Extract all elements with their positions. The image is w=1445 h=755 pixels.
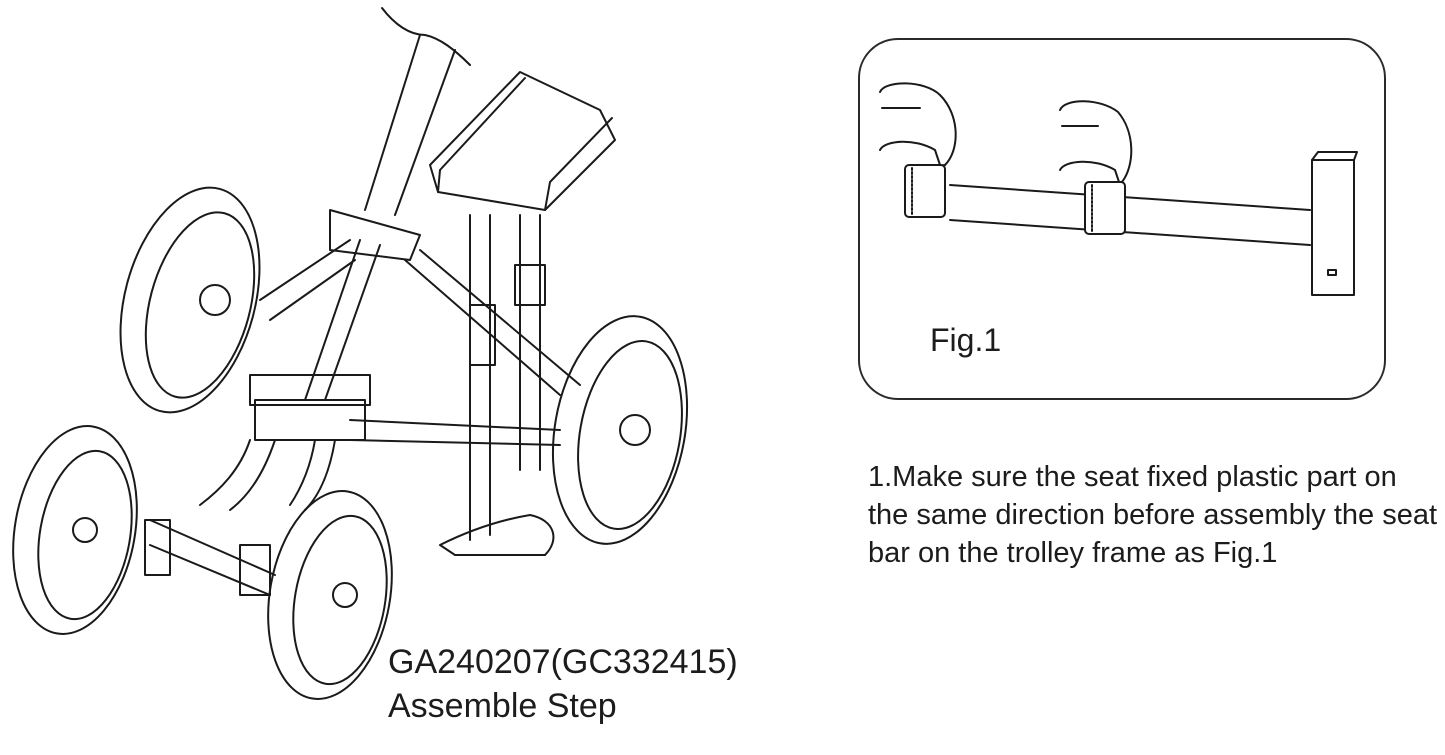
step-title: Assemble Step — [388, 687, 617, 725]
instruction-text: 1.Make sure the seat fixed plastic part … — [868, 461, 1438, 569]
model-label: GA240207(GC332415) Assemble Step — [388, 640, 738, 728]
seat-bar-illustration — [879, 82, 1358, 296]
trolley-illustration — [12, 7, 689, 700]
figure-1-panel: Fig.1 — [858, 38, 1386, 400]
figure-label: Fig.1 — [930, 322, 1002, 358]
model-number: GA240207(GC332415) — [388, 643, 738, 681]
